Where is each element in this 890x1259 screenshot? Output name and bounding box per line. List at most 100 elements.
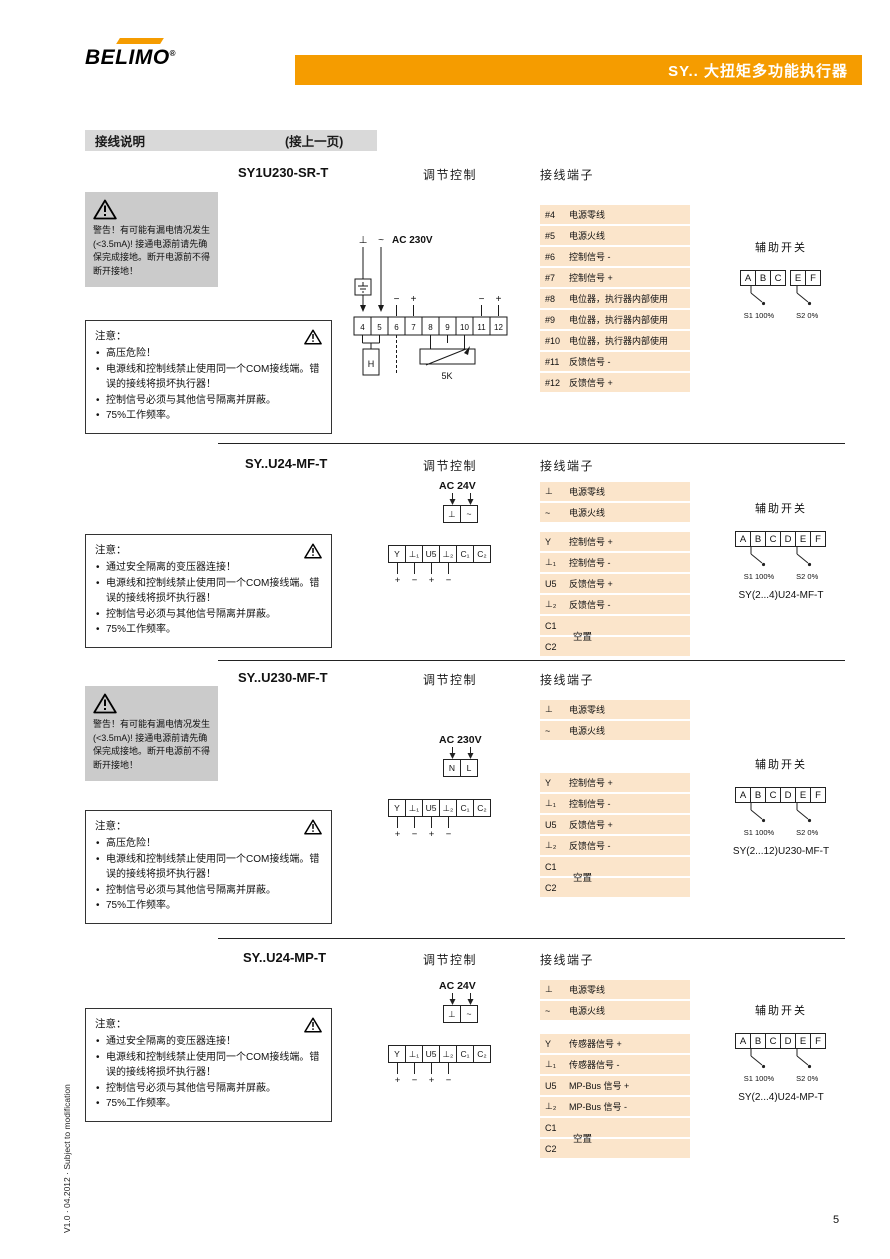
terminal-cell: U5 [422,1045,440,1063]
terminal-id: #4 [545,209,556,220]
aux-contact: B [750,531,766,547]
terminal-cell: ⊥₁ [405,799,423,817]
terminal-id: #5 [545,230,556,241]
terminal-id: ~ [545,507,551,518]
polarity-sign: + [423,563,440,586]
aux-contact: A [735,1033,751,1049]
sign-minus: − [479,294,485,305]
terminal-label: 控制信号 - [569,252,611,262]
aux-contact: E [790,270,806,286]
terminal-id: ⊥ [545,486,553,496]
sign-plus: + [411,294,417,305]
terminal-label: 电位器，执行器内部使用 [569,294,669,304]
terminal-id: ⊥₁ [545,1059,556,1069]
aux-contact: F [805,270,821,286]
aux-contact: A [735,787,751,803]
aux-contact: D [780,787,796,803]
power-terminal-box: ⊥~ [443,1005,518,1023]
gnd-pin-label: ⊥ [359,235,368,246]
terminal-number: 12 [494,323,503,332]
notice-item: 高压危险！ [95,346,322,362]
aux-contact: F [810,531,826,547]
terminal-cell: U5 [422,545,440,563]
polarity-sign: + [389,1063,406,1086]
terminal-cell: C₁ [456,1045,474,1063]
aux-contact: D [780,1033,796,1049]
aux-s1-label: S1 100% [743,572,775,581]
brand-text: BELIMO [85,46,170,69]
polarity-sign: − [406,817,423,840]
polarity-sign: + [423,1063,440,1086]
terminal-label: 控制信号 - [569,558,611,568]
polarity-signs: +−+− [388,563,518,586]
terminal-id: C1 [545,1122,557,1133]
polarity-sign: − [440,1063,457,1086]
aux-contact: C [765,1033,781,1049]
aux-contact: A [735,531,751,547]
terminal-id: #10 [545,335,561,346]
notice-item: 高压危险！ [95,836,322,852]
version-note: V1.0 · 04.2012 · Subject to modification [62,1084,72,1233]
aux-s1-label: S1 100% [743,1074,775,1083]
terminal-row: C1 [540,1118,690,1137]
terminal-label: 电位器，执行器内部使用 [569,315,669,325]
terminal-row: C2 [540,878,690,897]
notice-box: 注意： 高压危险！电源线和控制线禁止使用同一个COM接线端。错误的接线将损坏执行… [85,810,332,924]
terminal-number: 4 [360,323,365,332]
terminal-cell: ~ [460,1005,478,1023]
section-title-bar: 接线说明 (接上一页) [85,130,377,151]
leak-warning-text: 警告！有可能有漏电情况发生(<3.5mA)! 接通电源前请先确保完成接地。断开电… [93,225,211,276]
aux-s2-label: S2 0% [796,1074,819,1083]
terminal-id: #11 [545,356,560,367]
heater-label: H [368,359,375,369]
page-header-title: SY.. 大扭矩多功能执行器 [668,62,848,80]
notice-item: 电源线和控制线禁止使用同一个COM接线端。错误的接线将损坏执行器！ [95,1050,322,1081]
column-header-terminals: 接线端子 [540,168,595,182]
warning-icon [304,819,322,835]
aux-switch-labels: S1 100% S2 0% [716,572,846,581]
aux-contact: F [810,1033,826,1049]
notice-item: 75%工作频率。 [95,898,322,914]
terminal-number: 5 [377,323,382,332]
terminal-label: 传感器信号 - [569,1060,620,1070]
terminal-id: U5 [545,578,557,589]
polarity-sign: − [406,563,423,586]
model-title: SY..U24-MF-T [245,456,328,471]
terminal-row: ⊥电源零线 [540,482,690,501]
aux-contact: B [755,270,771,286]
terminal-cell: C₂ [473,1045,491,1063]
model-title: SY..U24-MP-T [243,950,327,965]
polarity-signs: +−+− [388,1063,518,1086]
section-sy1u230-sr-t: SY1U230-SR-T 调节控制 接线端子 警告！有可能有漏电情况发生(<3.… [0,165,890,443]
terminal-row: C2 [540,1139,690,1158]
section-divider [218,938,845,939]
terminal-label: 反馈信号 + [569,579,613,589]
terminal-label: 电源零线 [569,705,606,715]
terminal-table-power: ⊥电源零线~电源火线 [540,482,690,522]
terminal-id: #9 [545,314,556,325]
terminal-id: C2 [545,1143,557,1154]
terminal-id: ~ [545,1005,551,1016]
model-title: SY..U230-MF-T [238,670,328,685]
aux-model-caption: SY(2...4)U24-MF-T [738,590,824,601]
terminal-id: C1 [545,861,557,872]
terminal-cell: ⊥₁ [405,1045,423,1063]
polarity-sign: + [423,817,440,840]
power-arrows [449,993,474,1005]
aux-contact: E [795,1033,811,1049]
terminal-label: 控制信号 + [569,537,613,547]
